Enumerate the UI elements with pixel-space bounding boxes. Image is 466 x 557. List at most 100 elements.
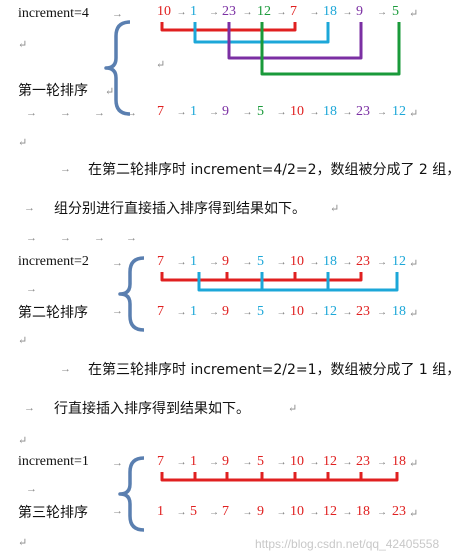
arrow-icon: →	[309, 307, 320, 318]
tab-mark: →	[126, 107, 137, 119]
sequence-number: 23	[356, 104, 370, 119]
return-mark: ↵	[409, 308, 419, 320]
arrow-icon: →	[242, 507, 253, 518]
arrow-icon: →	[209, 457, 219, 468]
tab-mark: →	[60, 363, 71, 375]
tab-mark: →	[60, 163, 71, 175]
group-line-red	[160, 472, 399, 482]
sequence-number: 7	[290, 4, 297, 19]
tab-mark: →	[112, 457, 123, 469]
tab-mark: →	[112, 8, 123, 20]
tab-mark: →	[112, 505, 123, 517]
sequence-number: 18	[323, 254, 337, 269]
arrow-icon: →	[342, 7, 353, 18]
arrow-icon: →	[176, 257, 187, 268]
tab-mark: →	[112, 305, 123, 317]
arrow-icon: →	[342, 307, 353, 318]
sequence-number: 18	[323, 4, 337, 19]
return-mark: ↵	[409, 508, 419, 520]
arrow-icon: →	[276, 257, 287, 268]
paragraph1-line1: 在第二轮排序时 increment=4/2=2，数组被分成了 2 组，	[88, 162, 461, 178]
tab-mark: →	[24, 402, 35, 414]
arrow-icon: →	[309, 257, 320, 268]
sequence-number: 12	[392, 104, 406, 119]
return-mark: ↵	[18, 137, 28, 149]
arrow-icon: →	[309, 457, 320, 468]
sequence-number: 12	[323, 454, 337, 469]
arrow-icon: →	[209, 7, 219, 18]
return-mark: ↵	[18, 39, 28, 51]
arrow-icon: →	[209, 257, 219, 268]
tab-mark: →	[26, 283, 37, 295]
sequence-number: 12	[323, 304, 337, 319]
tab-mark: →	[60, 107, 71, 119]
round1-increment-label: increment=4	[18, 6, 89, 21]
sequence-number: 10	[290, 454, 304, 469]
arrow-icon: →	[242, 257, 253, 268]
sequence-number: 9	[222, 104, 229, 119]
tab-mark: →	[94, 232, 105, 244]
round2-brace	[118, 256, 145, 332]
arrow-icon: →	[176, 107, 187, 118]
arrow-icon: →	[276, 507, 287, 518]
return-mark: ↵	[105, 86, 115, 98]
sequence-number: 12	[323, 504, 337, 519]
return-mark: ↵	[18, 537, 28, 549]
arrow-icon: →	[242, 307, 253, 318]
arrow-icon: →	[176, 7, 187, 18]
round2-increment-label: increment=2	[18, 254, 89, 269]
arrow-icon: →	[309, 507, 320, 518]
sequence-number: 18	[392, 304, 406, 319]
arrow-icon: →	[377, 257, 387, 268]
sequence-number: 5	[392, 4, 399, 19]
sequence-number: 12	[392, 254, 406, 269]
tab-mark: →	[26, 232, 37, 244]
sequence-number: 7	[157, 104, 164, 119]
arrow-icon: →	[342, 507, 353, 518]
arrow-icon: →	[342, 107, 353, 118]
sequence-number: 23	[356, 304, 370, 319]
sequence-number: 10	[290, 104, 304, 119]
sequence-number: 10	[290, 504, 304, 519]
arrow-icon: →	[377, 457, 387, 468]
arrow-icon: →	[309, 107, 320, 118]
arrow-icon: →	[342, 257, 353, 268]
sequence-number: 9	[257, 504, 264, 519]
sequence-number: 10	[157, 4, 171, 19]
tab-mark: →	[60, 232, 71, 244]
sequence-number: 7	[157, 454, 164, 469]
round1-round-label: 第一轮排序	[18, 83, 88, 99]
arrow-icon: →	[377, 507, 387, 518]
sequence-number: 5	[190, 504, 197, 519]
return-mark: ↵	[409, 8, 419, 20]
paragraph2-line2: 行直接插入排序得到结果如下。	[54, 401, 250, 417]
sequence-number: 23	[356, 254, 370, 269]
round1-brace	[104, 20, 131, 116]
paragraph2-line1: 在第三轮排序时 increment=2/2=1，数组被分成了 1 组，	[88, 362, 461, 378]
arrow-icon: →	[209, 107, 219, 118]
sequence-number: 1	[190, 4, 197, 19]
sequence-number: 12	[257, 4, 271, 19]
arrow-icon: →	[377, 107, 387, 118]
sequence-number: 10	[290, 254, 304, 269]
round2-round-label: 第二轮排序	[18, 305, 88, 321]
sequence-number: 5	[257, 104, 264, 119]
sequence-number: 9	[222, 254, 229, 269]
sequence-number: 23	[356, 454, 370, 469]
arrow-icon: →	[209, 507, 219, 518]
sequence-number: 10	[290, 304, 304, 319]
sequence-number: 1	[190, 304, 197, 319]
arrow-icon: →	[176, 457, 187, 468]
sequence-number: 1	[190, 454, 197, 469]
group-line-blue	[197, 272, 399, 292]
arrow-icon: →	[242, 457, 253, 468]
tab-mark: →	[26, 107, 37, 119]
arrow-icon: →	[209, 307, 219, 318]
group-line-green	[260, 22, 401, 76]
arrow-icon: →	[276, 457, 287, 468]
round3-round-label: 第三轮排序	[18, 505, 88, 521]
watermark: https://blog.csdn.net/qq_42405558	[255, 537, 440, 551]
sequence-number: 5	[257, 304, 264, 319]
arrow-icon: →	[242, 107, 253, 118]
